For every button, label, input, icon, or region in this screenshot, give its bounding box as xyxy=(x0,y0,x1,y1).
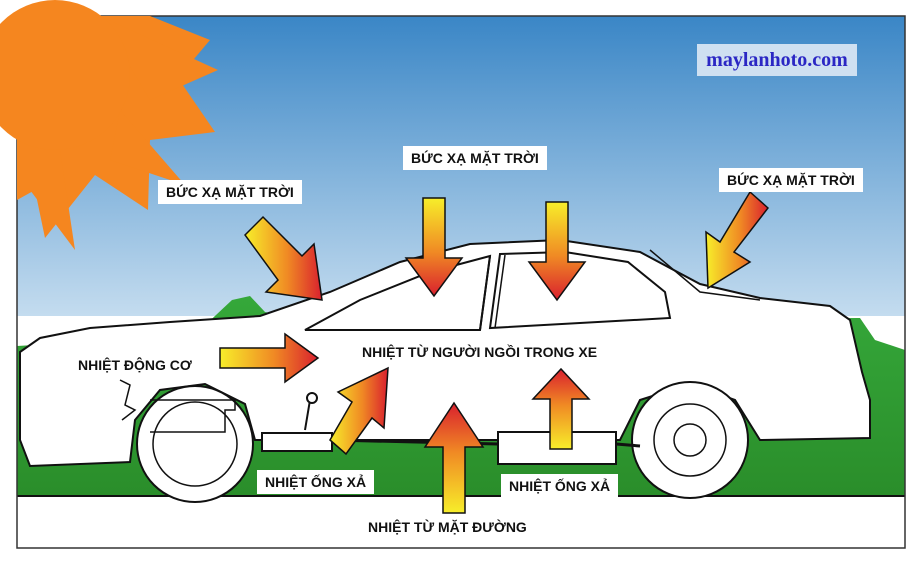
arrow-road-heat xyxy=(423,401,485,514)
arrow-solar-top-left xyxy=(404,197,464,298)
car-window-front xyxy=(304,254,492,331)
rear-wheel xyxy=(631,381,749,499)
label-solar-radiation-top: BỨC XẠ MẶT TRỜI xyxy=(403,146,547,170)
label-solar-radiation-right: BỨC XẠ MẶT TRỜI xyxy=(719,168,863,192)
exhaust-muffler-front xyxy=(261,432,333,452)
label-road-heat: NHIỆT TỪ MẶT ĐƯỜNG xyxy=(368,519,527,535)
arrow-solar-top-right xyxy=(527,201,587,302)
arrow-solar-left xyxy=(244,215,323,301)
label-solar-radiation-left: BỨC XẠ MẶT TRỜI xyxy=(158,180,302,204)
label-exhaust-heat-left: NHIỆT ỐNG XẢ xyxy=(257,470,375,494)
label-engine-heat: NHIỆT ĐỘNG CƠ xyxy=(70,353,200,377)
sun-icon xyxy=(0,0,218,250)
front-wheel xyxy=(136,385,254,503)
arrow-solar-right xyxy=(705,190,770,290)
arrow-exhaust-right xyxy=(531,367,591,450)
arrow-engine-heat xyxy=(219,332,320,384)
label-exhaust-heat-right: NHIỆT ỐNG XẢ xyxy=(501,474,619,498)
site-watermark: maylanhoto.com xyxy=(697,44,857,76)
frame-border xyxy=(16,15,906,549)
car-body xyxy=(19,238,871,468)
arrow-exhaust-left xyxy=(329,366,389,456)
label-occupant-heat: NHIỆT TỪ NGƯỜI NGỒI TRONG XE xyxy=(362,344,598,360)
